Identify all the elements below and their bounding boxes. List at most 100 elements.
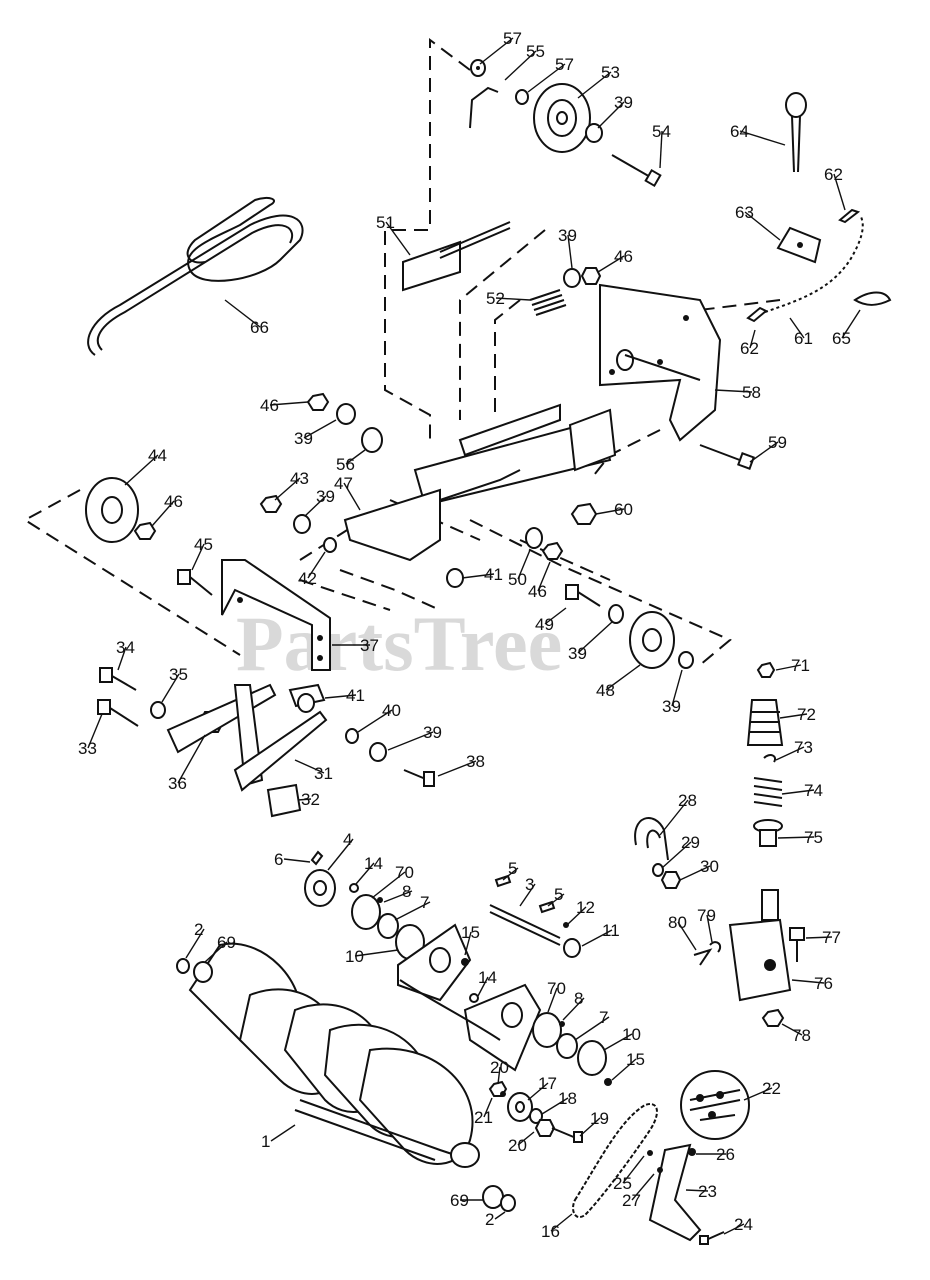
bolt-49 (565, 584, 601, 607)
callout-11: 11 (602, 921, 620, 940)
washer-39-far-right (678, 651, 694, 669)
washer-39-left (336, 403, 356, 425)
callout-leader-53 (577, 71, 612, 99)
pin-55 (469, 86, 499, 129)
callout-57: 57 (503, 29, 522, 48)
callout-70: 70 (395, 863, 414, 882)
bearing-69-right (482, 1185, 504, 1209)
callout-leader-54 (659, 130, 663, 169)
callout-38: 38 (466, 752, 485, 771)
callout-66: 66 (250, 318, 269, 337)
callout-72: 72 (797, 705, 816, 724)
callout-leader-62 (833, 173, 846, 211)
clip-73 (763, 754, 776, 763)
callout-25: 25 (613, 1174, 632, 1193)
bolt-24 (699, 1231, 725, 1245)
key-6 (310, 850, 324, 866)
washer-41-upper (446, 568, 464, 588)
callout-leader-1 (270, 1124, 296, 1142)
nut-26 (688, 1148, 696, 1156)
callout-leader-7 (394, 901, 431, 921)
callout-75: 75 (804, 828, 823, 847)
callout-leader-78 (781, 1023, 803, 1036)
callout-33: 33 (78, 739, 97, 758)
bearing-7-upper (377, 913, 399, 939)
callout-leader-62 (749, 329, 756, 349)
callout-leader-27 (631, 1173, 655, 1201)
callout-leader-14 (477, 976, 489, 997)
callout-leader-73 (775, 746, 805, 761)
callout-leader-34 (117, 646, 127, 671)
washer-21 (500, 1091, 506, 1097)
sprocket-17 (507, 1092, 533, 1122)
callout-leader-23 (685, 1189, 709, 1192)
callout-leader-43 (274, 477, 301, 501)
callout-5: 5 (554, 885, 563, 904)
callout-14: 14 (364, 854, 383, 873)
callout-52: 52 (486, 289, 505, 308)
callout-36: 36 (168, 774, 187, 793)
bracket-23 (648, 1143, 702, 1242)
callout-4: 4 (343, 830, 352, 849)
nut-46-left (306, 392, 330, 411)
callout-28: 28 (678, 791, 697, 810)
callout-leader-40 (357, 709, 393, 733)
washer-25 (647, 1150, 653, 1156)
nut-78 (761, 1008, 785, 1027)
callout-69: 69 (217, 933, 236, 952)
nut-71 (756, 661, 776, 678)
chain-detail-22 (680, 1070, 750, 1140)
callout-57: 57 (555, 55, 574, 74)
callout-leader-41 (461, 573, 495, 579)
callout-31: 31 (314, 764, 333, 783)
v-belt-66 (87, 196, 304, 356)
callout-42: 42 (298, 569, 317, 588)
bushing-18 (529, 1108, 543, 1124)
bracket-51 (402, 221, 511, 292)
bearing-7-lower (556, 1033, 578, 1059)
callout-leader-20 (517, 1131, 535, 1146)
callout-leader-7 (574, 1016, 610, 1041)
callout-leader-14 (355, 862, 375, 885)
callout-leader-3 (519, 883, 536, 907)
bushing-56 (361, 427, 383, 453)
bearing-69-left (193, 961, 213, 983)
callout-leader-45 (191, 543, 205, 571)
callout-leader-39 (597, 101, 625, 129)
pulley-44 (85, 477, 139, 543)
callout-17: 17 (538, 1074, 557, 1093)
callout-21: 21 (474, 1108, 493, 1127)
nut-43 (259, 494, 283, 513)
washer-29 (652, 863, 664, 877)
housing-76 (728, 889, 792, 1002)
clip-79 (709, 941, 722, 953)
callout-14: 14 (478, 968, 497, 987)
callout-leader-65 (841, 309, 861, 339)
callout-54: 54 (652, 122, 671, 141)
callout-leader-72 (779, 713, 808, 719)
callout-leader-56 (345, 449, 366, 465)
plate-32 (266, 783, 302, 818)
callout-22: 22 (762, 1079, 781, 1098)
callout-leader-59 (749, 441, 779, 463)
callout-34: 34 (116, 638, 135, 657)
callout-leader-6 (283, 858, 311, 863)
idler-pulley-53 (533, 83, 591, 153)
callout-46: 46 (164, 492, 183, 511)
callout-leader-80 (677, 921, 697, 951)
callout-73: 73 (794, 738, 813, 757)
collar-8-upper (377, 897, 383, 903)
bolt-45 (177, 569, 213, 596)
collar-12 (563, 922, 569, 928)
callout-39: 39 (614, 93, 633, 112)
callout-40: 40 (382, 701, 401, 720)
callout-76: 76 (814, 974, 833, 993)
callout-12: 12 (576, 898, 595, 917)
callout-leader-36 (177, 734, 206, 784)
callout-43: 43 (290, 469, 309, 488)
callout-leader-5 (502, 867, 519, 881)
callout-leader-69 (204, 941, 228, 963)
callout-10: 10 (622, 1025, 641, 1044)
callout-70: 70 (547, 979, 566, 998)
callout-leader-42 (307, 551, 326, 579)
